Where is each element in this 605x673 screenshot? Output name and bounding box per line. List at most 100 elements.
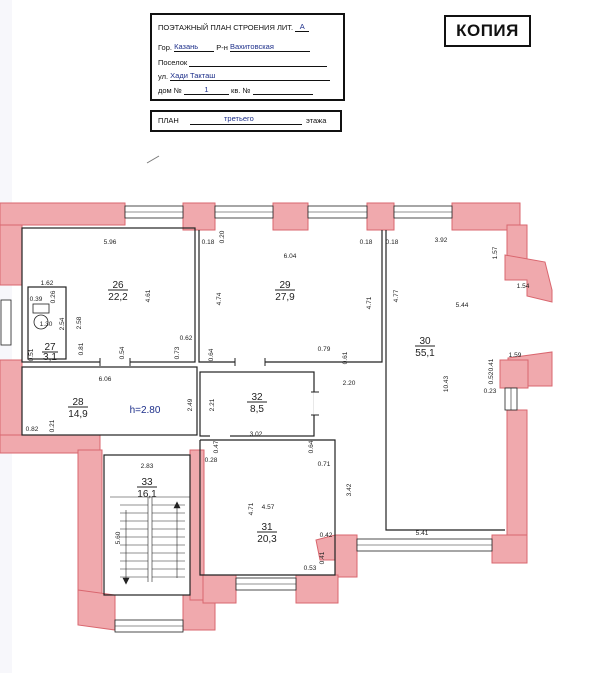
wall-pier bbox=[272, 202, 309, 231]
dimension: 4.61 bbox=[145, 289, 152, 302]
district-label: Р-н bbox=[216, 43, 228, 52]
room-number: 32 bbox=[251, 392, 263, 403]
toilet-icon bbox=[32, 303, 50, 330]
wall-left bbox=[0, 224, 23, 286]
house-label: дом № bbox=[158, 86, 182, 95]
dimension: 1.30 bbox=[40, 321, 53, 328]
wall-pier-bottom bbox=[295, 574, 339, 604]
floor-label-value: третьего bbox=[224, 114, 254, 123]
room-area: 27,9 bbox=[275, 292, 295, 303]
dimension: 4.57 bbox=[262, 504, 275, 511]
dimension: 0.64 bbox=[308, 440, 315, 453]
dimension: 0.28 bbox=[205, 457, 218, 464]
room-area: 22,2 bbox=[108, 292, 128, 303]
dimension: 5.44 bbox=[456, 302, 469, 309]
floor-label-suffix: этажа bbox=[306, 116, 327, 125]
dimension: 0.64 bbox=[208, 348, 215, 361]
dimension: 0.71 bbox=[318, 461, 331, 468]
room-number: 27 bbox=[44, 342, 56, 353]
city-value: Казань bbox=[174, 42, 215, 52]
room-number: 28 bbox=[72, 397, 84, 408]
dimension: 0.52 bbox=[488, 371, 495, 384]
dimension: 0.47 bbox=[213, 440, 220, 453]
dimension: 2.58 bbox=[76, 316, 83, 329]
street-label: ул. bbox=[158, 72, 169, 81]
wall-corner-br bbox=[491, 534, 528, 564]
apt-label: кв. № bbox=[231, 86, 251, 95]
dimension: 0.79 bbox=[318, 346, 331, 353]
settlement-label: Поселок bbox=[158, 58, 188, 67]
dimension: 1.62 bbox=[41, 280, 54, 287]
wall-pier bbox=[182, 202, 216, 231]
room-area: 3,1 bbox=[43, 352, 57, 363]
room-outline bbox=[27, 286, 67, 360]
room-number: 31 bbox=[261, 522, 273, 533]
wall-pier bbox=[366, 202, 395, 231]
dimension: 0.21 bbox=[49, 419, 56, 432]
room-area: 16,1 bbox=[137, 489, 157, 500]
dimensions-h: 5.96 1.62 0.39 1.30 0.62 0.18 6.04 0.18 … bbox=[26, 237, 530, 572]
dimension: 6.04 bbox=[284, 253, 297, 260]
dimension: 0.18 bbox=[386, 239, 399, 246]
wall-corner-bl bbox=[334, 534, 358, 578]
dimension: 1.57 bbox=[492, 246, 499, 259]
dimension: 0.61 bbox=[342, 351, 349, 364]
scribble-mark bbox=[146, 155, 160, 164]
dimension: 2.21 bbox=[209, 398, 216, 411]
street-value: Хади Такташ bbox=[170, 71, 331, 81]
dimension: 2.49 bbox=[187, 398, 194, 411]
dimension: 0.41 bbox=[319, 551, 326, 564]
dimension: 5.41 bbox=[416, 530, 429, 537]
dimension: 3.92 bbox=[435, 237, 448, 244]
room-number: 26 bbox=[112, 280, 124, 291]
dimension: 2.54 bbox=[59, 317, 66, 330]
wall-column bbox=[499, 359, 529, 389]
dimension: 3.02 bbox=[250, 431, 263, 438]
dimension: 0.23 bbox=[484, 388, 497, 395]
dimension: 0.42 bbox=[320, 532, 333, 539]
dimension: 3.42 bbox=[346, 483, 353, 496]
room-area: 8,5 bbox=[250, 404, 264, 415]
title-block: ПОЭТАЖНЫЙ ПЛАН СТРОЕНИЯ ЛИТ. А Гор. Каза… bbox=[150, 13, 345, 101]
wall-pier-bottom bbox=[202, 574, 237, 604]
dimension: 4.71 bbox=[248, 502, 255, 515]
room-outline bbox=[21, 366, 198, 436]
apt-line bbox=[252, 85, 313, 95]
dimension: 0.39 bbox=[30, 296, 43, 303]
walls bbox=[0, 202, 553, 631]
dimension: 0.26 bbox=[50, 290, 57, 303]
dimension: 6.06 bbox=[99, 376, 112, 383]
dimension: 0.62 bbox=[180, 335, 193, 342]
dimension: 1.59 bbox=[509, 352, 522, 359]
room-number: 33 bbox=[141, 477, 153, 488]
dimension: 5.60 bbox=[115, 531, 122, 544]
stair-well bbox=[103, 454, 191, 596]
city-label: Гор. bbox=[158, 43, 172, 52]
room-labels: 26 22,2 27 3,1 28 14,9 29 27,9 30 55,1 3… bbox=[42, 280, 435, 545]
dimension: 4.74 bbox=[216, 292, 223, 305]
dimension: 2.83 bbox=[141, 463, 154, 470]
room-area: 14,9 bbox=[68, 409, 88, 420]
dimension: 0.18 bbox=[202, 239, 215, 246]
dimension: 0.20 bbox=[219, 230, 226, 243]
house-value: 1 bbox=[183, 85, 229, 95]
dimension: 10.43 bbox=[443, 375, 450, 392]
floor-label-prefix: ПЛАН bbox=[158, 116, 179, 125]
copy-stamp: КОПИЯ bbox=[444, 15, 531, 47]
wall-top-left bbox=[0, 202, 126, 226]
dimension: 0.41 bbox=[488, 358, 495, 371]
dimension: 0.73 bbox=[174, 346, 181, 359]
wall-stair-right bbox=[189, 449, 205, 601]
room-area: 55,1 bbox=[415, 348, 435, 359]
wall-stair-bl bbox=[77, 589, 116, 631]
room-number: 29 bbox=[279, 280, 291, 291]
dimensions-v: 4.61 0.26 2.54 2.58 0.81 0.54 0.73 0.51 … bbox=[28, 230, 499, 564]
floor-label-box: ПЛАН третьего этажа bbox=[150, 110, 342, 132]
lit-value: А bbox=[295, 22, 310, 32]
dimension: 2.20 bbox=[343, 380, 356, 387]
dimension: 0.51 bbox=[28, 348, 35, 361]
dimension: 5.96 bbox=[104, 239, 117, 246]
dimension: 0.81 bbox=[78, 342, 85, 355]
dimension: 0.18 bbox=[360, 239, 373, 246]
